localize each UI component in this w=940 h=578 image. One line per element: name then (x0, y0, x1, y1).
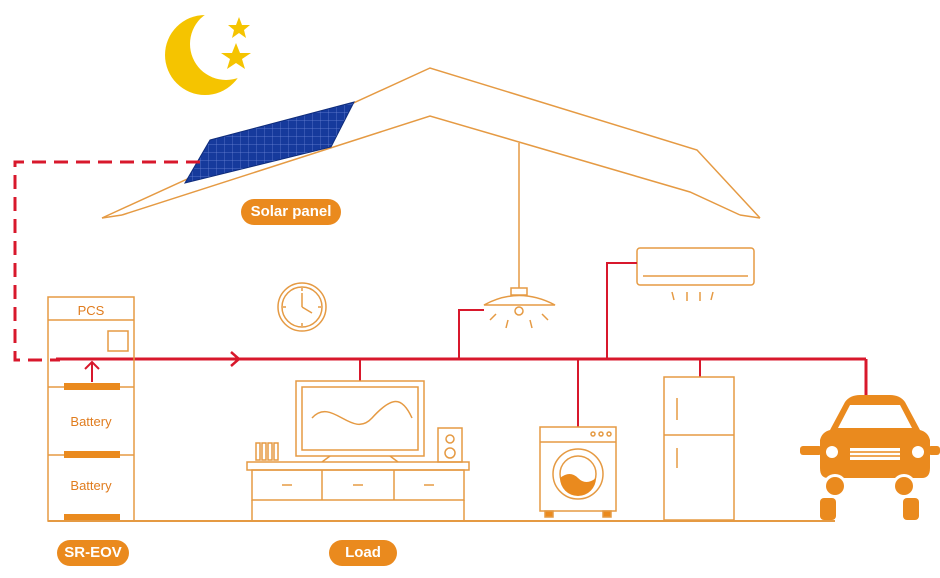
battery-bottom-label: Battery (70, 478, 112, 493)
battery-up-arrow-icon (84, 360, 100, 382)
ceiling-lamp-icon (483, 143, 556, 329)
unit-base (64, 514, 120, 521)
battery-bottom-terminal (64, 451, 120, 458)
battery-top-terminal (64, 383, 120, 390)
clock-icon (277, 282, 327, 332)
tv-cabinet (246, 461, 470, 521)
moon-icon (165, 8, 262, 95)
refrigerator-icon (663, 376, 735, 521)
solar-to-pcs-dashed-line (13, 160, 200, 362)
tv-icon (295, 380, 425, 463)
solar-panel-label: Solar panel (241, 199, 341, 225)
car-icon (800, 395, 940, 520)
speaker-icon (437, 427, 463, 463)
power-bus (56, 262, 868, 427)
vases-decoration (255, 442, 279, 461)
load-label: Load (329, 540, 397, 566)
washing-machine-icon (539, 426, 617, 518)
sr-eov-label: SR-EOV (57, 540, 129, 566)
air-conditioner-icon (636, 247, 755, 301)
pcs-label: PCS (77, 303, 105, 318)
battery-top-label: Battery (70, 414, 112, 429)
solar-panel-icon (183, 101, 355, 184)
star-icon (221, 43, 251, 69)
star-icon (228, 17, 250, 38)
flow-arrow-icon (230, 351, 241, 367)
